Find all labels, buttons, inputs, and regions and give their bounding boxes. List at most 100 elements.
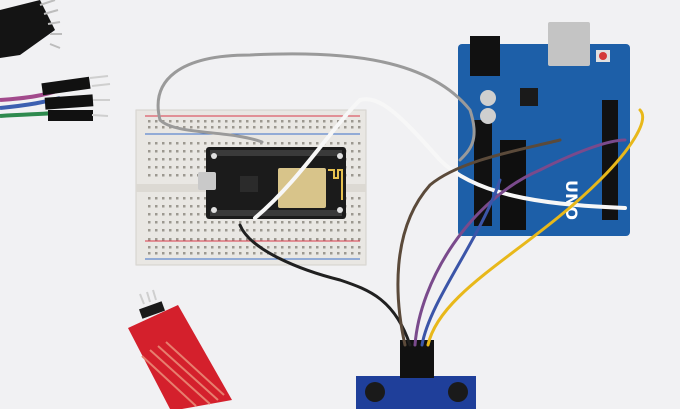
- breadboard-hole: [218, 246, 221, 249]
- breadboard-hole: [211, 229, 214, 232]
- breadboard-hole: [274, 252, 277, 255]
- breadboard-hole: [323, 221, 326, 224]
- breadboard-hole: [162, 158, 165, 161]
- breadboard-hole: [330, 142, 333, 145]
- breadboard-hole: [162, 246, 165, 249]
- breadboard-hole: [281, 252, 284, 255]
- breadboard-hole: [232, 238, 235, 241]
- breadboard-hole: [316, 229, 319, 232]
- grey-wire-2: [158, 118, 264, 144]
- breadboard-hole: [204, 142, 207, 145]
- breadboard-hole: [162, 150, 165, 153]
- breadboard-hole: [148, 126, 151, 129]
- breadboard-hole: [218, 252, 221, 255]
- breadboard-hole: [183, 205, 186, 208]
- breadboard-hole: [218, 120, 221, 123]
- breadboard-hole: [246, 142, 249, 145]
- breadboard-hole: [316, 126, 319, 129]
- breadboard-hole: [344, 246, 347, 249]
- breadboard-hole: [148, 238, 151, 241]
- breadboard-hole: [148, 229, 151, 232]
- breadboard-hole: [148, 174, 151, 177]
- breadboard-hole: [351, 174, 354, 177]
- breadboard-hole: [239, 246, 242, 249]
- breadboard-hole: [190, 197, 193, 200]
- breadboard-hole: [309, 142, 312, 145]
- breadboard-hole: [344, 120, 347, 123]
- breadboard-hole: [330, 246, 333, 249]
- breadboard-hole: [351, 142, 354, 145]
- breadboard-hole: [148, 197, 151, 200]
- breadboard-hole: [302, 126, 305, 129]
- male-header-pin-bundle: [0, 0, 62, 58]
- breadboard-hole: [246, 229, 249, 232]
- breadboard-hole: [148, 142, 151, 145]
- breadboard-hole: [155, 126, 158, 129]
- breadboard-hole: [323, 126, 326, 129]
- breadboard-hole: [155, 150, 158, 153]
- breadboard-hole: [204, 238, 207, 241]
- breadboard-hole: [204, 205, 207, 208]
- breadboard-hole: [295, 221, 298, 224]
- breadboard-hole: [337, 246, 340, 249]
- breadboard-hole: [176, 166, 179, 169]
- breadboard-hole: [183, 221, 186, 224]
- breadboard-hole: [183, 142, 186, 145]
- breadboard-hole: [358, 197, 361, 200]
- breadboard-hole: [211, 221, 214, 224]
- breadboard-hole: [190, 150, 193, 153]
- breadboard-hole: [288, 246, 291, 249]
- breadboard-hole: [183, 150, 186, 153]
- breadboard-hole: [169, 238, 172, 241]
- breadboard-hole: [190, 120, 193, 123]
- breadboard-hole: [183, 126, 186, 129]
- grey-wire: [156, 52, 476, 162]
- breadboard-hole: [176, 252, 179, 255]
- usb-port: [198, 172, 216, 190]
- breadboard-hole: [288, 126, 291, 129]
- breadboard-hole: [295, 142, 298, 145]
- breadboard-hole: [267, 142, 270, 145]
- breadboard-hole: [190, 252, 193, 255]
- breadboard-hole: [274, 221, 277, 224]
- breadboard-hole: [169, 252, 172, 255]
- breadboard-hole: [260, 126, 263, 129]
- breadboard-hole: [232, 120, 235, 123]
- breadboard-hole: [162, 213, 165, 216]
- breadboard-hole: [351, 197, 354, 200]
- breadboard-hole: [288, 120, 291, 123]
- breadboard-hole: [169, 213, 172, 216]
- breadboard-hole: [183, 238, 186, 241]
- breadboard-hole: [190, 238, 193, 241]
- breadboard-hole: [260, 221, 263, 224]
- breadboard-hole: [351, 126, 354, 129]
- breadboard-hole: [274, 120, 277, 123]
- breadboard-hole: [351, 150, 354, 153]
- breadboard-hole: [309, 246, 312, 249]
- breadboard-hole: [148, 221, 151, 224]
- breadboard-hole: [197, 238, 200, 241]
- breadboard-hole: [246, 221, 249, 224]
- breadboard-hole: [190, 205, 193, 208]
- breadboard-hole: [274, 246, 277, 249]
- breadboard-hole: [323, 252, 326, 255]
- breadboard-hole: [309, 126, 312, 129]
- breadboard-hole: [155, 197, 158, 200]
- breadboard-hole: [274, 238, 277, 241]
- breadboard-hole: [253, 120, 256, 123]
- breadboard-hole: [155, 174, 158, 177]
- breadboard-hole: [197, 205, 200, 208]
- breadboard-hole: [351, 120, 354, 123]
- breadboard-hole: [190, 213, 193, 216]
- breadboard-hole: [183, 229, 186, 232]
- breadboard-hole: [302, 238, 305, 241]
- breadboard-hole: [155, 166, 158, 169]
- breadboard-hole: [148, 205, 151, 208]
- breadboard-hole: [232, 142, 235, 145]
- breadboard-hole: [176, 150, 179, 153]
- breadboard-hole: [246, 246, 249, 249]
- breadboard-hole: [176, 221, 179, 224]
- breadboard-hole: [358, 238, 361, 241]
- breadboard-hole: [218, 238, 221, 241]
